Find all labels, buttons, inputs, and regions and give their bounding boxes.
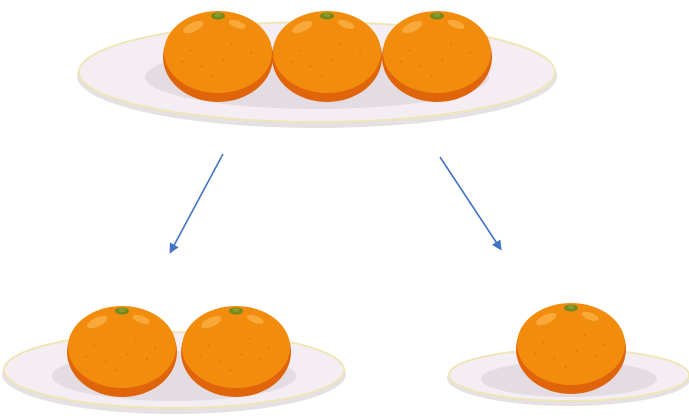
- orange: [163, 11, 273, 102]
- orange: [67, 306, 177, 397]
- arrow-to-right-plate: [439, 156, 502, 251]
- bottom-left-plate-oranges: [67, 306, 291, 397]
- top-plate-oranges: [163, 11, 492, 102]
- orange: [181, 306, 291, 397]
- orange: [382, 11, 492, 102]
- bottom-left-plate-group: [2, 306, 346, 414]
- orange: [272, 11, 382, 102]
- arrow-to-left-plate: [169, 153, 224, 254]
- top-plate-group: [77, 11, 557, 128]
- bottom-right-plate-group: [447, 303, 689, 406]
- bottom-right-plate-oranges: [516, 303, 626, 394]
- orange: [516, 303, 626, 394]
